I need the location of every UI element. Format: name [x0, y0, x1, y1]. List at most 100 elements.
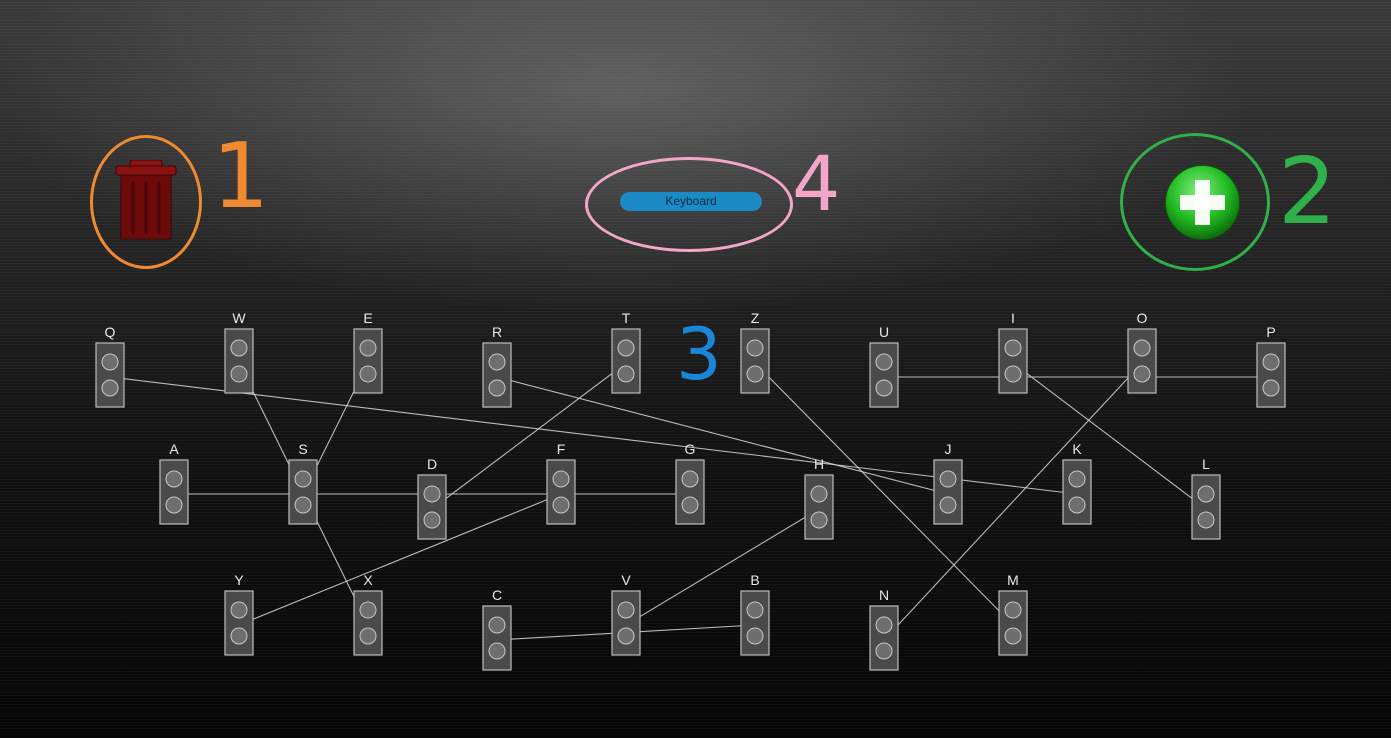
output-port[interactable]	[1068, 496, 1086, 514]
key-node-j[interactable]: J	[933, 441, 963, 525]
key-node-p[interactable]: P	[1256, 324, 1286, 408]
input-port[interactable]	[875, 353, 893, 371]
key-node-body[interactable]	[869, 605, 899, 671]
output-port[interactable]	[1197, 511, 1215, 529]
input-port[interactable]	[1262, 353, 1280, 371]
key-node-m[interactable]: M	[998, 572, 1028, 656]
input-port[interactable]	[359, 601, 377, 619]
key-node-u[interactable]: U	[869, 324, 899, 408]
key-node-body[interactable]	[482, 605, 512, 671]
key-node-body[interactable]	[95, 342, 125, 408]
output-port[interactable]	[294, 496, 312, 514]
input-port[interactable]	[746, 601, 764, 619]
input-port[interactable]	[617, 339, 635, 357]
output-port[interactable]	[359, 627, 377, 645]
key-node-body[interactable]	[611, 328, 641, 394]
key-node-body[interactable]	[482, 342, 512, 408]
key-node-l[interactable]: L	[1191, 456, 1221, 540]
output-port[interactable]	[1004, 627, 1022, 645]
output-port[interactable]	[810, 511, 828, 529]
output-port[interactable]	[617, 627, 635, 645]
key-node-body[interactable]	[1191, 474, 1221, 540]
output-port[interactable]	[939, 496, 957, 514]
input-port[interactable]	[1133, 339, 1151, 357]
input-port[interactable]	[1004, 339, 1022, 357]
key-node-c[interactable]: C	[482, 587, 512, 671]
output-port[interactable]	[359, 365, 377, 383]
key-node-d[interactable]: D	[417, 456, 447, 540]
key-node-y[interactable]: Y	[224, 572, 254, 656]
key-node-body[interactable]	[804, 474, 834, 540]
output-port[interactable]	[165, 496, 183, 514]
key-node-n[interactable]: N	[869, 587, 899, 671]
key-node-z[interactable]: Z	[740, 310, 770, 394]
input-port[interactable]	[875, 616, 893, 634]
key-node-body[interactable]	[869, 342, 899, 408]
key-node-body[interactable]	[159, 459, 189, 525]
key-node-body[interactable]	[353, 590, 383, 656]
key-node-body[interactable]	[611, 590, 641, 656]
key-node-body[interactable]	[1256, 342, 1286, 408]
key-node-body[interactable]	[224, 590, 254, 656]
input-port[interactable]	[746, 339, 764, 357]
key-node-f[interactable]: F	[546, 441, 576, 525]
key-node-body[interactable]	[675, 459, 705, 525]
keyboard-button[interactable]: Keyboard	[620, 192, 762, 211]
input-port[interactable]	[230, 601, 248, 619]
key-node-body[interactable]	[353, 328, 383, 394]
output-port[interactable]	[1004, 365, 1022, 383]
wire-o-n[interactable]	[883, 362, 1143, 641]
input-port[interactable]	[617, 601, 635, 619]
input-port[interactable]	[423, 485, 441, 503]
output-port[interactable]	[552, 496, 570, 514]
wire-r-j[interactable]	[496, 376, 949, 495]
wire-v-h[interactable]	[625, 508, 820, 626]
input-port[interactable]	[165, 470, 183, 488]
key-node-g[interactable]: G	[675, 441, 705, 525]
key-node-body[interactable]	[417, 474, 447, 540]
key-node-x[interactable]: X	[353, 572, 383, 656]
key-node-r[interactable]: R	[482, 324, 512, 408]
output-port[interactable]	[875, 642, 893, 660]
wire-q-k[interactable]	[109, 376, 1078, 495]
output-port[interactable]	[746, 365, 764, 383]
key-node-body[interactable]	[546, 459, 576, 525]
key-node-body[interactable]	[224, 328, 254, 394]
key-node-body[interactable]	[740, 328, 770, 394]
key-node-q[interactable]: Q	[95, 324, 125, 408]
output-port[interactable]	[423, 511, 441, 529]
key-node-body[interactable]	[1127, 328, 1157, 394]
input-port[interactable]	[101, 353, 119, 371]
key-node-t[interactable]: T	[611, 310, 641, 394]
key-node-body[interactable]	[998, 590, 1028, 656]
key-node-body[interactable]	[998, 328, 1028, 394]
key-node-o[interactable]: O	[1127, 310, 1157, 394]
input-port[interactable]	[230, 339, 248, 357]
input-port[interactable]	[488, 616, 506, 634]
input-port[interactable]	[552, 470, 570, 488]
output-port[interactable]	[746, 627, 764, 645]
key-node-b[interactable]: B	[740, 572, 770, 656]
key-node-body[interactable]	[933, 459, 963, 525]
key-node-i[interactable]: I	[998, 310, 1028, 394]
output-port[interactable]	[488, 642, 506, 660]
input-port[interactable]	[810, 485, 828, 503]
output-port[interactable]	[230, 627, 248, 645]
output-port[interactable]	[1262, 379, 1280, 397]
output-port[interactable]	[230, 365, 248, 383]
input-port[interactable]	[1197, 485, 1215, 503]
wire-z-m[interactable]	[754, 362, 1014, 626]
key-node-k[interactable]: K	[1062, 441, 1092, 525]
input-port[interactable]	[1068, 470, 1086, 488]
output-port[interactable]	[1133, 365, 1151, 383]
wire-i-l[interactable]	[1012, 362, 1207, 510]
output-port[interactable]	[681, 496, 699, 514]
output-port[interactable]	[101, 379, 119, 397]
key-node-body[interactable]	[1062, 459, 1092, 525]
add-button[interactable]	[1164, 164, 1241, 241]
key-node-body[interactable]	[288, 459, 318, 525]
output-port[interactable]	[488, 379, 506, 397]
delete-button[interactable]	[113, 159, 179, 242]
input-port[interactable]	[939, 470, 957, 488]
